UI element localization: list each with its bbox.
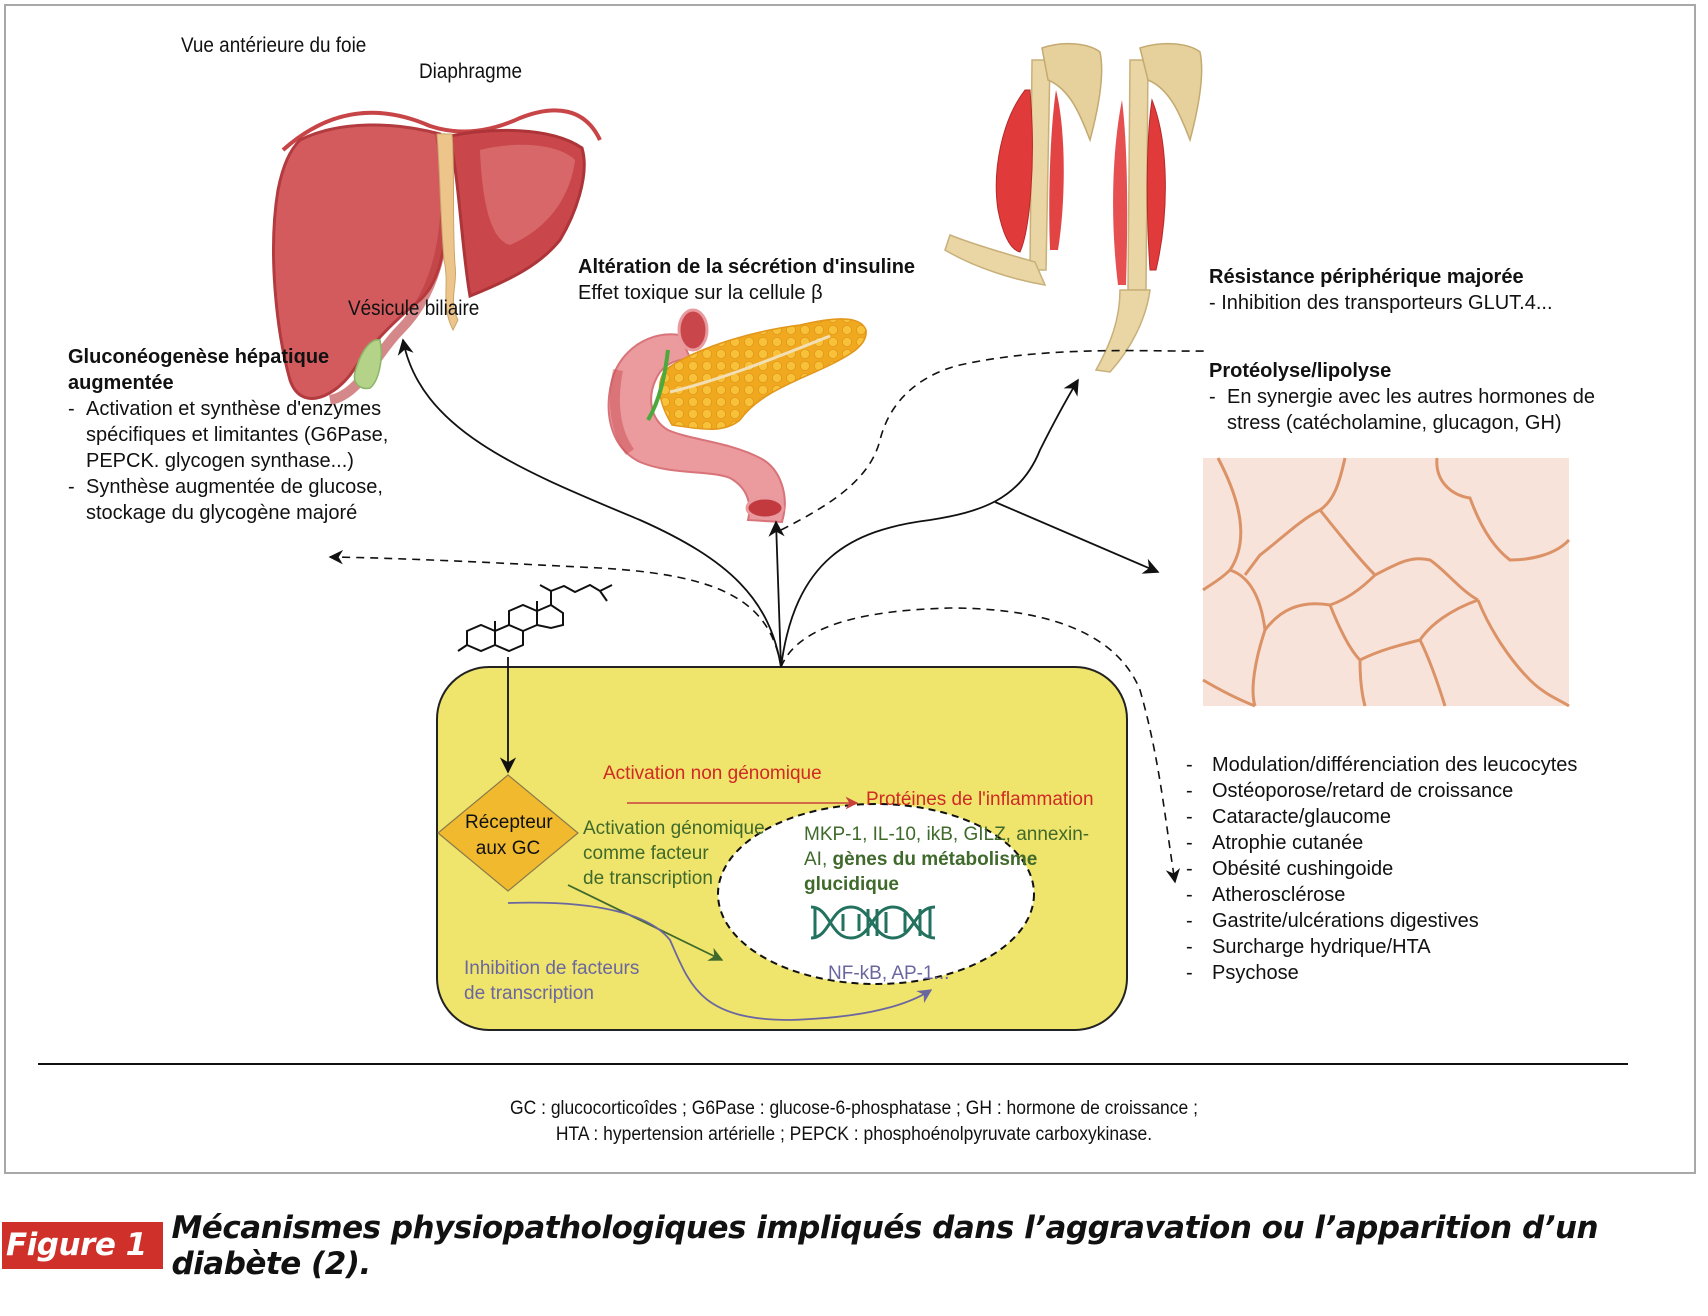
triceps-left [1049, 90, 1064, 250]
bile-duct [646, 349, 670, 422]
scapula-right [1139, 42, 1203, 143]
arrow-to-muscle [780, 378, 1079, 668]
muscle-item: - Inhibition des transporteurs GLUT.4... [1209, 292, 1553, 314]
genes-line2-prefix: AI, [804, 849, 833, 870]
gluconeogenesis-item: Synthèse augmentée de glucose, stockage … [68, 474, 416, 526]
forearm-left [944, 234, 1047, 286]
effect-item: Obésité cushingoide [1186, 856, 1577, 882]
arrow-genomic [567, 884, 724, 961]
triceps-right [1113, 100, 1128, 285]
genomic-label-line2: comme facteur [583, 843, 709, 864]
effect-item: Cataracte/glaucome [1186, 804, 1577, 830]
humerus-right [1127, 59, 1149, 291]
adipose-tissue-image [1202, 457, 1571, 708]
genes-line2: AI, gènes du métabolisme [804, 847, 1037, 872]
genes-line3: glucidique [804, 874, 899, 895]
arrow-dashed-proteolysis [780, 349, 1210, 531]
genomic-label-line1: Activation génomique [583, 818, 765, 839]
gluconeogenesis-item: Activation et synthèse d'enzymes spécifi… [68, 396, 416, 474]
muscle-title: Résistance périphérique majorée [1209, 266, 1524, 288]
gluconeogenesis-list: Activation et synthèse d'enzymes spécifi… [68, 396, 416, 526]
gluconeogenesis-block: Gluconéogenèse hépatique augmentée Activ… [68, 344, 416, 526]
dna-icon [810, 905, 936, 940]
proteolysis-item: En synergie avec les autres hormones de … [1209, 384, 1647, 436]
liver-illustration [272, 108, 602, 405]
effect-item: Atherosclérose [1186, 882, 1577, 908]
figure-frame [4, 4, 1696, 1174]
genomic-label-line3: de transcription [583, 868, 713, 889]
diaphragm-label: Diaphragme [419, 60, 522, 83]
pancreas-title: Altération de la sécrétion d'insuline [578, 256, 916, 278]
effect-item: Ostéoporose/retard de croissance [1186, 778, 1577, 804]
diagram-artwork [272, 42, 1571, 1031]
effect-item: Psychose [1186, 960, 1577, 986]
gluconeogenesis-title-line2: augmentée [68, 372, 174, 394]
duodenum [607, 333, 786, 524]
steroid-molecule-icon [457, 583, 613, 653]
arrow-to-adipose [994, 501, 1160, 574]
inhibition-label-line1: Inhibition de facteurs [464, 958, 640, 979]
effect-item: Modulation/différenciation des leucocyte… [1186, 752, 1577, 778]
genes-line2-bold: gènes du métabolisme [832, 849, 1038, 870]
inflammation-label: Protéines de l'inflammation [866, 789, 1094, 810]
nf-kb-label: NF-kB, AP-1... [828, 963, 950, 984]
gallbladder-label: Vésicule biliaire [348, 297, 480, 320]
effect-item: Surcharge hydrique/HTA [1186, 934, 1577, 960]
biceps-left [995, 89, 1033, 253]
gluconeogenesis-title-line1: Gluconéogenèse hépatique [68, 346, 330, 368]
effects-list: Modulation/différenciation des leucocyte… [1186, 752, 1577, 986]
genes-line1: MKP-1, IL-10, ikB, GILZ, annexin- [804, 824, 1090, 845]
receptor-label-line1: Récepteur [465, 812, 553, 833]
figure-caption: Figure 1 - Mécanismes physiopathologique… [2, 1210, 1708, 1310]
pancreas-subtitle: Effet toxique sur la cellule β [578, 282, 823, 304]
diaphragm-line [281, 108, 602, 152]
caption-text: Mécanismes physiopathologiques impliqués… [171, 1209, 1599, 1282]
abbreviations-footnote: GC : glucocorticoîdes ; G6Pase : glucose… [68, 1096, 1639, 1148]
arrow-inhibition [507, 901, 933, 1021]
liver-view-title: Vue antérieure du foie [181, 34, 367, 57]
figure-label: Figure 1 - [2, 1222, 164, 1310]
forearm-right [1094, 289, 1151, 373]
proteolysis-title: Protéolyse/lipolyse [1209, 360, 1392, 382]
receptor-shape [437, 774, 579, 892]
scapula-left [1041, 42, 1103, 143]
pancreas-body [658, 318, 867, 430]
falciform-ligament [436, 133, 459, 332]
gallbladder [353, 339, 382, 390]
proteolysis-list: En synergie avec les autres hormones de … [1209, 384, 1647, 436]
pancreas-illustration [607, 308, 867, 524]
arrow-dashed-to-effects [780, 607, 1181, 884]
muscle-illustration [944, 42, 1203, 373]
arrow-to-pancreas [768, 520, 785, 668]
effect-item: Atrophie cutanée [1186, 830, 1577, 856]
non-genomic-label: Activation non génomique [603, 763, 822, 784]
humerus-left [1029, 59, 1051, 271]
arrow-dashed-left [328, 549, 782, 668]
footnote-line1: GC : glucocorticoîdes ; G6Pase : glucose… [510, 1098, 1198, 1119]
inhibition-label-line2: de transcription [464, 983, 594, 1004]
footnote-separator [38, 1063, 1628, 1065]
footnote-line2: HTA : hypertension artérielle ; PEPCK : … [555, 1124, 1153, 1145]
receptor-label-line2: aux GC [475, 838, 541, 859]
biceps-right [1146, 98, 1166, 271]
arrow-to-liver [397, 338, 782, 668]
effect-item: Gastrite/ulcérations digestives [1186, 908, 1577, 934]
nucleus [717, 803, 1035, 985]
